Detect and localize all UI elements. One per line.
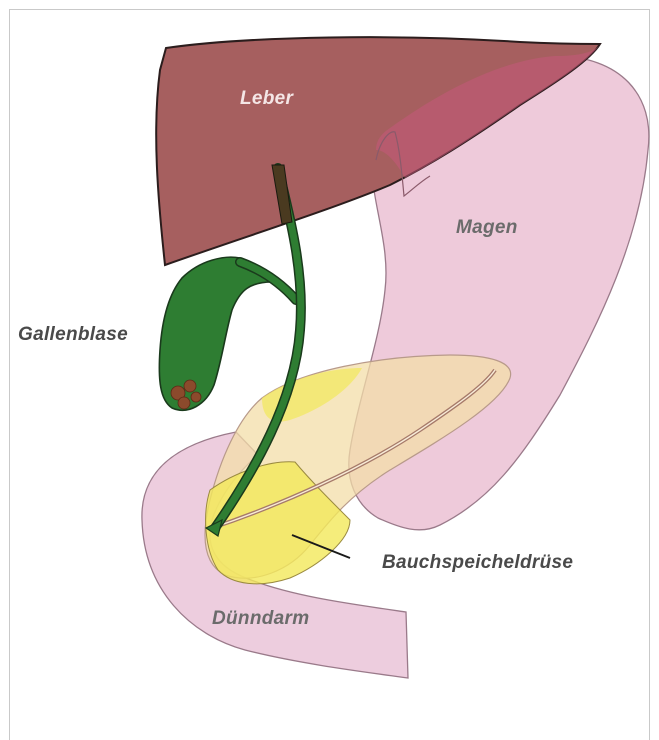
- label-stomach: Magen: [456, 217, 518, 238]
- label-pancreas: Bauchspeicheldrüse: [382, 552, 573, 573]
- label-gallbladder: Gallenblase: [18, 324, 128, 345]
- label-small-intestine: Dünndarm: [212, 608, 309, 629]
- label-liver: Leber: [240, 88, 295, 109]
